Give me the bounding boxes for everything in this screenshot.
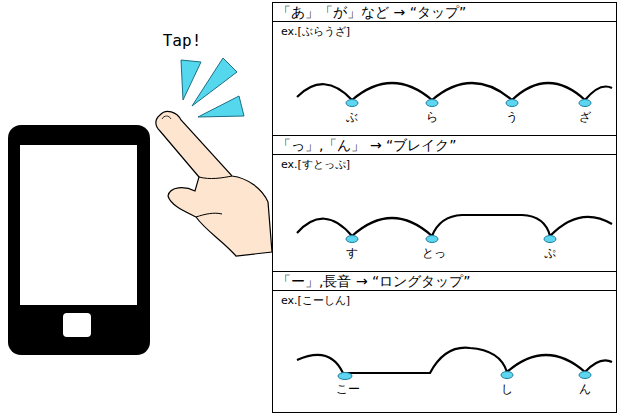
syllable-label: う xyxy=(506,111,518,124)
syllable-label: し xyxy=(501,383,513,396)
syllable-label: ん xyxy=(579,383,591,396)
tap-label: Tap! xyxy=(163,32,202,50)
hand xyxy=(156,111,272,256)
tap-burst xyxy=(181,58,244,117)
example-text: ex.[すとっぷ] xyxy=(273,155,616,175)
rule-heading: 「あ」「が」など → “タップ” xyxy=(273,3,616,22)
syllable-label: とっ xyxy=(422,247,446,260)
syllable-label: ざ xyxy=(579,111,591,124)
long-tap-curve xyxy=(297,348,612,373)
example-text: ex.[ぶらうざ] xyxy=(273,22,616,42)
rule-panel: 「あ」「が」など → “タップ”ex.[ぶらうざ] xyxy=(272,2,617,136)
rule-panel: 「ー」,長音 → “ロングタップ”ex.[こーしん] xyxy=(272,271,617,413)
syllable-label: こー xyxy=(336,383,360,396)
example-text: ex.[こーしん] xyxy=(273,291,616,311)
rule-heading: 「ー」,長音 → “ロングタップ” xyxy=(273,272,616,291)
syllable-label: ぶ xyxy=(346,111,358,124)
syllable-label: す xyxy=(346,247,358,260)
phone-screen xyxy=(20,145,137,305)
rule-heading: 「っ」,「ん」 → “ブレイク” xyxy=(273,136,616,155)
syllable-label: ら xyxy=(426,111,438,124)
outer-frame xyxy=(273,3,617,413)
home-button xyxy=(63,313,91,337)
syllable-label: ぷ xyxy=(544,247,556,260)
phone-body xyxy=(8,125,150,355)
break-curve xyxy=(297,215,612,236)
tap-curve xyxy=(297,83,612,100)
